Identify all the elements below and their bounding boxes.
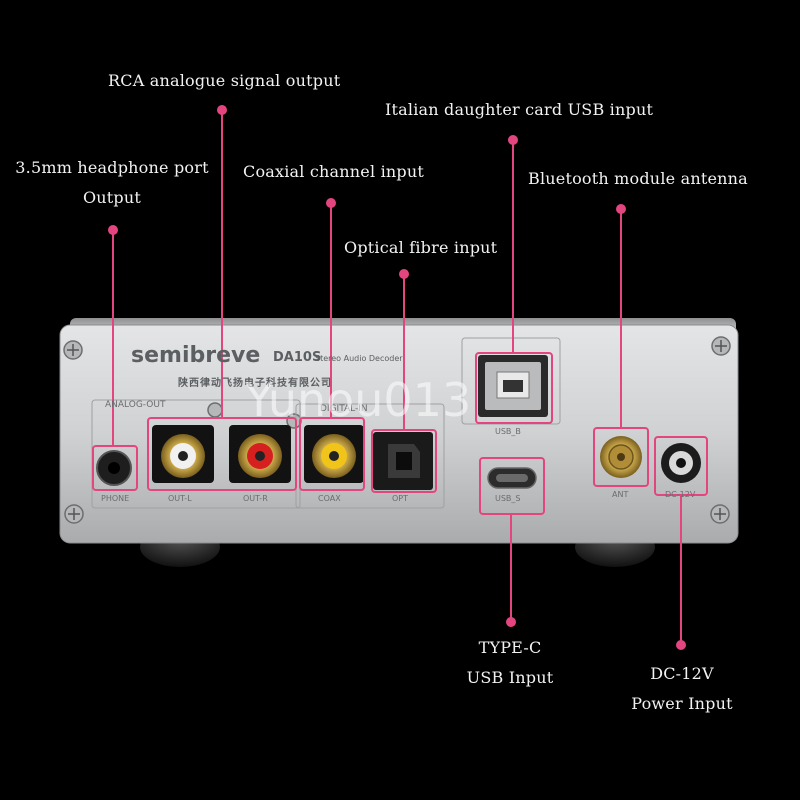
port-label-outr: OUT-R [243,494,268,503]
rca-right-jack [229,425,291,483]
maker-name: 陕西律动飞扬电子科技有限公司 [178,378,332,389]
usb-b-port [478,355,548,417]
port-label-outl: OUT-L [168,494,192,503]
usb-c-port [487,467,537,489]
callout-typec-line2: USB Input [466,668,554,687]
model-description: Stereo Audio Decoder [315,354,403,363]
coax-jack [304,425,364,483]
callout-headphone-line2: Output [82,188,142,207]
callout-dc-line1: DC-12V [650,664,714,683]
callout-lines [108,105,686,650]
port-label-usbs: USB_S [495,494,521,503]
port-label-coax: COAX [318,494,341,503]
optical-port [373,432,433,490]
port-label-dc: DC-12V [665,490,696,499]
section-analog-label: ANALOG-OUT [105,400,166,410]
callout-dc-line2: Power Input [631,694,733,713]
section-digital-label: DIGITAL-IN [320,404,368,414]
watermark-text: Yunou013 [245,373,472,427]
port-label-opt: OPT [392,494,409,503]
port-label-usbb: USB_B [495,427,521,436]
rca-left-jack [152,425,214,483]
callout-coaxial-input: Coaxial channel input [243,162,424,181]
port-label-ant: ANT [612,490,629,499]
antenna-connector [600,436,642,478]
model-name: DA10S [273,350,322,365]
port-label-phone: PHONE [101,494,130,503]
callout-optical-input: Optical fibre input [344,238,498,257]
callout-rca-output: RCA analogue signal output [108,71,341,90]
brand-logo: semibreve [131,343,261,368]
callout-typec-line1: TYPE-C [478,638,542,657]
callout-usb-b-input: Italian daughter card USB input [385,100,654,119]
dc-power-jack [661,443,701,483]
callout-headphone-line1: 3.5mm headphone port [15,158,209,177]
callout-bluetooth-antenna: Bluetooth module antenna [528,169,748,188]
